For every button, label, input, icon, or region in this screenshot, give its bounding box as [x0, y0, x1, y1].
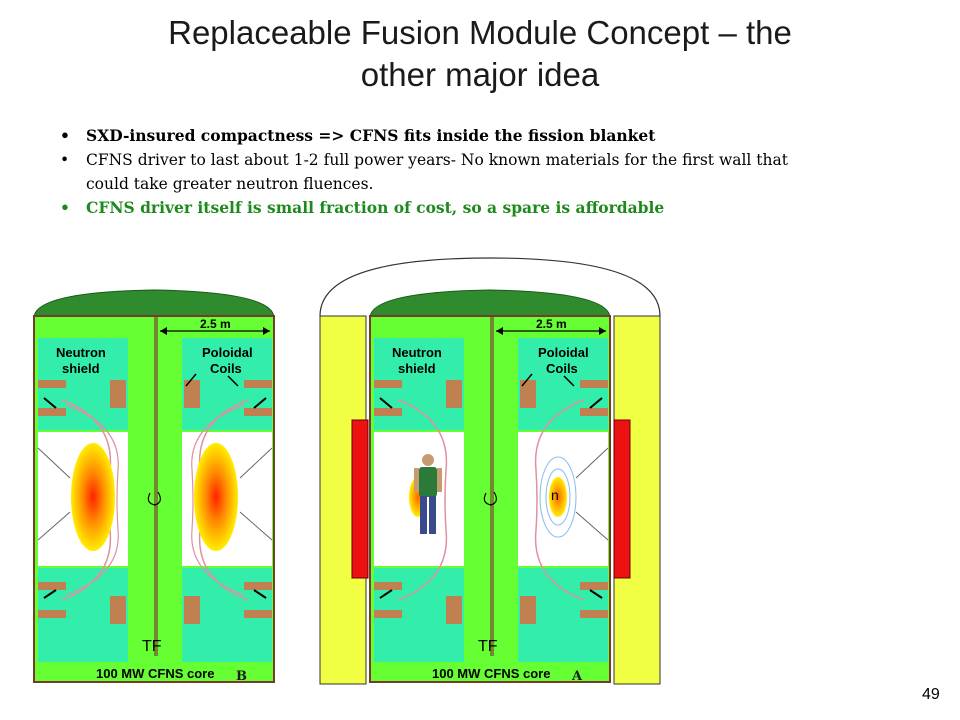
- module-b-cap: [33, 289, 275, 319]
- bullet-list: • SXD-insured compactness => CFNS fits in…: [58, 124, 918, 220]
- module-b-centre-post: [154, 316, 158, 656]
- plasma-small-right: [549, 477, 567, 517]
- poloidal-coils-label-2: Coils: [546, 361, 578, 376]
- dimension-label: 2.5 m: [200, 317, 231, 331]
- poloidal-coils-label: Poloidal: [538, 345, 589, 360]
- bullet-text-continued: could take greater neutron fluences.: [86, 175, 374, 193]
- module-label-b: B: [236, 669, 247, 684]
- module-b: 2.5 m Neutron shield Poloidal Coils TF 1…: [33, 289, 275, 684]
- tf-label: TF: [142, 638, 162, 655]
- bullet-dot-icon: •: [60, 198, 70, 217]
- person-figure-icon: [414, 454, 442, 534]
- neutron-shield-label: Neutron: [392, 345, 442, 360]
- bullet-dot-icon: •: [60, 126, 70, 145]
- module-label-a: A: [571, 669, 583, 684]
- neutron-shield-label-2: shield: [398, 361, 436, 376]
- poloidal-coils-label-2: Coils: [210, 361, 242, 376]
- bullet-text: SXD-insured compactness => CFNS fits ins…: [86, 126, 656, 145]
- plasma-right: [194, 443, 238, 551]
- bullet-item: • CFNS driver itself is small fraction of…: [58, 196, 918, 220]
- neutron-shield-label-2: shield: [62, 361, 100, 376]
- title-line-1: Replaceable Fusion Module Concept – the: [168, 14, 792, 51]
- bullet-item: • SXD-insured compactness => CFNS fits in…: [58, 124, 918, 148]
- rotation-arrow-icon: [483, 491, 497, 506]
- core-label: 100 MW CFNS core: [432, 666, 550, 681]
- plasma-left: [71, 443, 115, 551]
- core-label: 100 MW CFNS core: [96, 666, 214, 681]
- bullet-dot-icon: •: [60, 151, 70, 169]
- module-a-cap: [369, 289, 611, 319]
- slide-title: Replaceable Fusion Module Concept – the …: [60, 12, 900, 96]
- bullet-item: • CFNS driver to last about 1-2 full powe…: [58, 148, 918, 196]
- tf-label: TF: [478, 638, 498, 655]
- rotation-arrow-icon: [147, 491, 161, 506]
- poloidal-coils-label: Poloidal: [202, 345, 253, 360]
- red-blanket-right: [613, 419, 631, 579]
- dimension-label: 2.5 m: [536, 317, 567, 331]
- bullet-text: CFNS driver itself is small fraction of …: [86, 198, 665, 217]
- bullet-text: CFNS driver to last about 1-2 full power…: [86, 151, 788, 169]
- module-a: n 2.5 m Neutron shield Poloidal Coils TF…: [319, 257, 661, 685]
- neutron-shield-label: Neutron: [56, 345, 106, 360]
- page-number: 49: [922, 686, 940, 703]
- neutron-symbol: n: [551, 487, 559, 503]
- title-line-2: other major idea: [360, 56, 600, 93]
- blanket-arc: [319, 257, 661, 317]
- red-blanket-left: [351, 419, 369, 579]
